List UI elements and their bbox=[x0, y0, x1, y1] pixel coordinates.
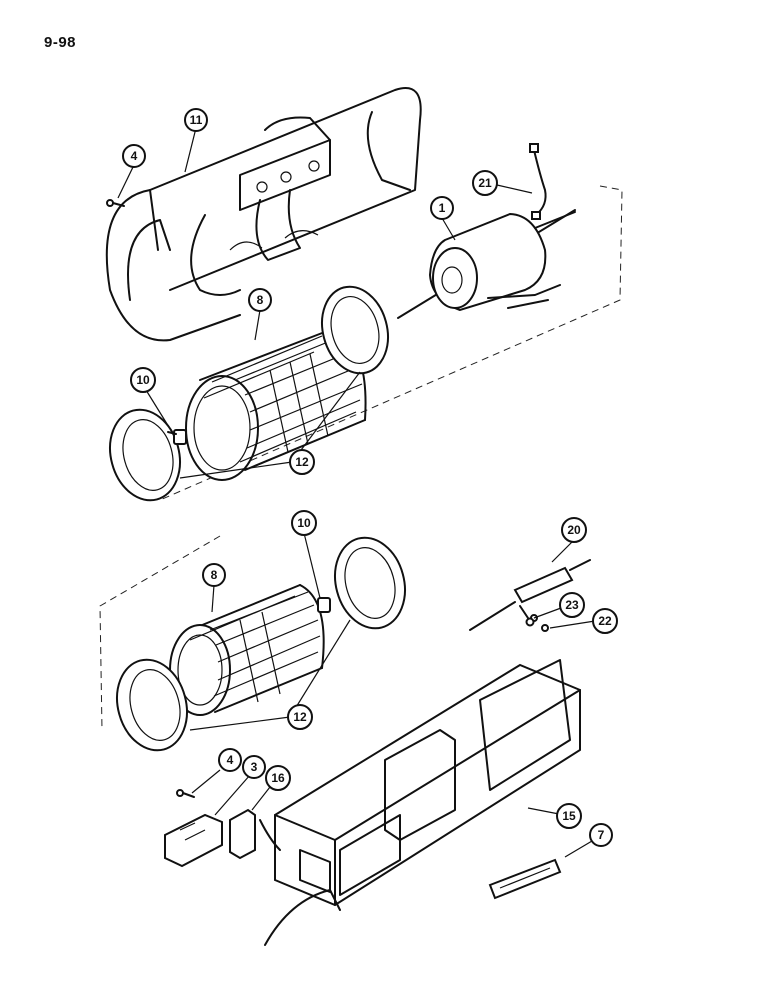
ring-lower-right bbox=[334, 536, 406, 630]
clamp-lower bbox=[317, 597, 331, 613]
svg-text:11: 11 bbox=[190, 113, 203, 127]
callout-16: 16 bbox=[265, 765, 291, 791]
wire-harness bbox=[529, 143, 547, 220]
screw-lower bbox=[176, 789, 195, 798]
svg-text:3: 3 bbox=[251, 760, 258, 774]
callout-22: 22 bbox=[592, 608, 618, 634]
screw-mount bbox=[541, 624, 549, 632]
blower-housing-lower bbox=[259, 659, 581, 946]
svg-text:10: 10 bbox=[136, 373, 150, 387]
callout-15: 15 bbox=[556, 803, 582, 829]
svg-text:10: 10 bbox=[297, 516, 311, 530]
svg-text:12: 12 bbox=[293, 710, 307, 724]
callout-21: 21 bbox=[472, 170, 498, 196]
clamp-upper bbox=[167, 429, 187, 445]
callout-4-upper: 4 bbox=[122, 144, 146, 168]
callout-20: 20 bbox=[561, 517, 587, 543]
svg-text:22: 22 bbox=[598, 614, 612, 628]
knob-bracket bbox=[229, 808, 256, 860]
callout-23: 23 bbox=[559, 592, 585, 618]
svg-text:21: 21 bbox=[478, 176, 492, 190]
callout-7: 7 bbox=[589, 823, 613, 847]
ring-upper-right bbox=[321, 285, 389, 375]
callout-12-lower: 12 bbox=[287, 704, 313, 730]
ring-lower-left bbox=[116, 658, 188, 752]
lower-group-outline bbox=[99, 535, 221, 731]
svg-text:7: 7 bbox=[598, 828, 605, 842]
callout-8-lower: 8 bbox=[202, 563, 226, 587]
ring-upper-left bbox=[109, 408, 181, 502]
svg-text:4: 4 bbox=[131, 149, 138, 163]
callout-10-upper: 10 bbox=[130, 367, 156, 393]
callout-11: 11 bbox=[184, 108, 208, 132]
callout-12-upper: 12 bbox=[289, 449, 315, 475]
svg-text:16: 16 bbox=[271, 771, 285, 785]
callout-8-upper: 8 bbox=[248, 288, 272, 312]
leader-lines bbox=[117, 127, 596, 858]
page-number: 9-98 bbox=[44, 34, 77, 51]
callout-1: 1 bbox=[430, 196, 454, 220]
callout-4-lower: 4 bbox=[218, 748, 242, 772]
decal bbox=[488, 858, 562, 900]
washer bbox=[525, 617, 535, 627]
blower-motor bbox=[397, 209, 576, 319]
screw-upper bbox=[106, 199, 125, 207]
blower-housing-upper bbox=[105, 87, 422, 342]
svg-text:15: 15 bbox=[562, 809, 576, 823]
svg-text:8: 8 bbox=[257, 293, 264, 307]
callout-10-lower: 10 bbox=[291, 510, 317, 536]
svg-text:4: 4 bbox=[227, 753, 234, 767]
switch-plate bbox=[164, 813, 223, 868]
svg-text:8: 8 bbox=[211, 568, 218, 582]
svg-text:20: 20 bbox=[567, 523, 581, 537]
svg-text:1: 1 bbox=[439, 201, 446, 215]
svg-text:23: 23 bbox=[565, 598, 579, 612]
upper-group-outline bbox=[159, 185, 623, 501]
blower-wheel-lower bbox=[169, 584, 325, 716]
callout-3: 3 bbox=[242, 755, 266, 779]
svg-text:12: 12 bbox=[295, 455, 309, 469]
